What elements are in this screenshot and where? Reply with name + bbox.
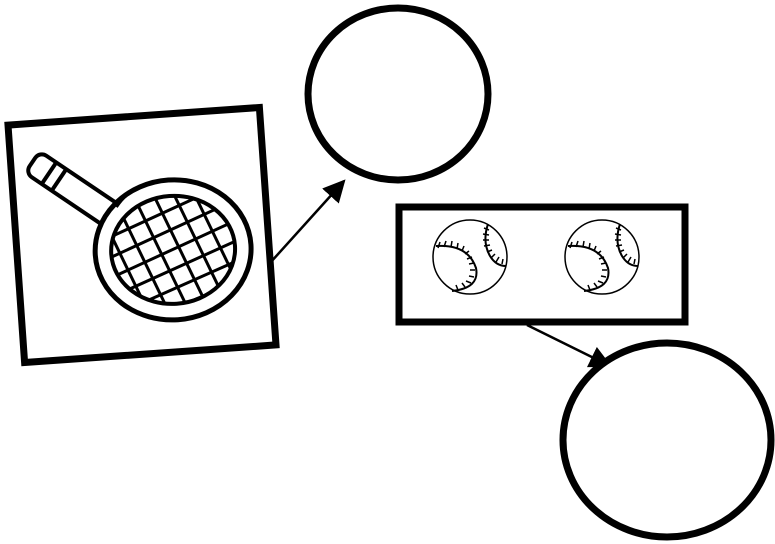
racket-card <box>8 107 278 362</box>
answer-circle-top[interactable] <box>308 8 488 180</box>
ball-icon <box>433 220 507 294</box>
answer-circle-bottom[interactable] <box>563 343 771 537</box>
arrow-balls-to-circle <box>527 325 610 366</box>
arrow-racket-to-circle <box>270 181 344 263</box>
balls-card <box>399 207 685 322</box>
ball-icon <box>565 220 639 294</box>
